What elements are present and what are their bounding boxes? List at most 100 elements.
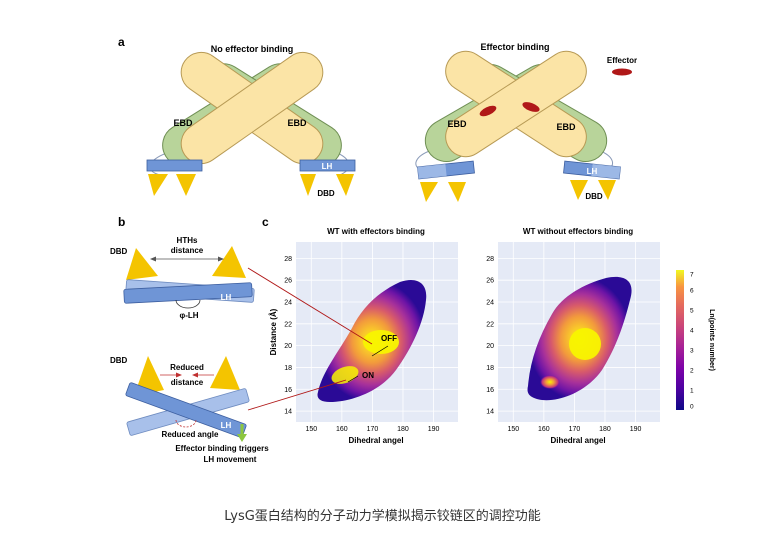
title-no-effector: No effector binding (211, 44, 294, 54)
cartoon-no-effector: No effector binding EBD EBD LH (146, 44, 356, 198)
trigger-label: Effector binding triggers (175, 444, 269, 453)
y-tick-label: 22 (284, 321, 292, 328)
lh-helix-front (123, 282, 253, 304)
y-tick-label: 28 (284, 256, 292, 263)
dbd-label: DBD (585, 192, 603, 201)
y-tick-label: 28 (486, 256, 494, 263)
lh-label: LH (221, 421, 232, 430)
plot-left-y-ticks: 14 16 18 20 22 24 26 28 (284, 256, 292, 416)
density-peak-secondary (540, 375, 560, 389)
density-right (527, 276, 632, 401)
dbd-triangle (176, 174, 196, 196)
arrowhead (150, 256, 156, 262)
panel-c-label: c (262, 215, 269, 229)
x-tick-label: 160 (336, 426, 348, 433)
yellow-rod-b (445, 50, 587, 158)
y-tick-label: 24 (284, 300, 292, 307)
figure-caption: LysG蛋白结构的分子动力学模拟揭示铰链区的调控功能 (224, 509, 541, 524)
panel-a-label: a (118, 35, 125, 49)
on-pointer (347, 375, 359, 383)
phi-label: φ-LH (179, 311, 198, 320)
y-tick-label: 22 (486, 321, 494, 328)
lh-bar-right (563, 160, 621, 180)
x-tick-label: 160 (538, 426, 550, 433)
colorbar-tick-label: 6 (690, 288, 694, 295)
dbd-triangle (210, 356, 240, 390)
colorbar-tick-label: 5 (690, 308, 694, 315)
dbd-triangle (598, 180, 616, 200)
y-tick-label: 14 (486, 409, 494, 416)
y-tick-label: 14 (284, 409, 292, 416)
x-tick-label: 180 (397, 426, 409, 433)
y-tick-label: 26 (486, 278, 494, 285)
dbd-label: DBD (110, 356, 128, 365)
x-tick-label: 180 (599, 426, 611, 433)
trigger-label-2: LH movement (204, 455, 257, 464)
angle-arc (175, 299, 201, 309)
panel-b: b DBD HTHs distance LH φ-LH DBD Reduced … (110, 215, 269, 464)
arrowhead (192, 372, 198, 378)
effector-molecule (612, 68, 632, 76)
dbd-triangle (126, 248, 158, 280)
connector-off (247, 267, 373, 345)
reduced-distance-label-2: distance (171, 378, 204, 387)
ebd-label-left: EBD (447, 119, 467, 129)
ebd-label-left: EBD (173, 118, 193, 128)
arrowhead (218, 256, 224, 262)
dbd-triangle (420, 182, 438, 202)
dbd-triangle (336, 174, 354, 196)
y-tick-label: 24 (486, 300, 494, 307)
lh-label: LH (322, 162, 333, 171)
y-tick-label: 18 (486, 365, 494, 372)
on-label: ON (362, 371, 374, 380)
hths-label: HTHs (177, 236, 198, 245)
plot-left-title: WT with effectors binding (327, 227, 425, 236)
dbd-label: DBD (317, 189, 335, 198)
dbd-label: DBD (110, 247, 128, 256)
effector-label: Effector (607, 56, 637, 65)
density-left (317, 280, 427, 402)
colorbar-tick-label: 4 (690, 328, 694, 335)
panel-b-label: b (118, 215, 125, 229)
movement-arrowhead (237, 434, 247, 442)
colorbar-tick-label: 1 (690, 388, 694, 395)
colorbar (676, 270, 684, 410)
figure: a No effector binding EBD EBD (110, 35, 715, 464)
x-tick-label: 190 (630, 426, 642, 433)
y-tick-label: 18 (284, 365, 292, 372)
y-tick-label: 20 (284, 343, 292, 350)
lh-bar-right (299, 159, 356, 172)
dbd-triangle (448, 182, 466, 202)
density-peak-off (363, 330, 399, 354)
x-tick-label: 150 (305, 426, 317, 433)
plot-left-ylabel: Distance (Å) (269, 308, 278, 355)
ebd-label-right: EBD (556, 122, 576, 132)
reduced-distance-label: Reduced (170, 363, 204, 372)
colorbar-tick-label: 0 (690, 404, 694, 411)
y-tick-label: 16 (284, 387, 292, 394)
lh-bar-left (146, 159, 203, 172)
arrowhead (176, 372, 182, 378)
cartoon-effector: Effector binding Effector EBD EBD (415, 42, 637, 202)
dbd-triangle (570, 180, 588, 200)
colorbar-tick-label: 7 (690, 272, 694, 279)
lh-bar-left (417, 160, 475, 180)
x-tick-label: 170 (367, 426, 379, 433)
off-pointer (371, 345, 389, 357)
title-effector: Effector binding (481, 42, 550, 52)
y-tick-label: 26 (284, 278, 292, 285)
colorbar-label: Ln(points number) (708, 309, 715, 371)
off-label: OFF (381, 334, 397, 343)
lh-label: LH (221, 293, 232, 302)
x-tick-label: 150 (507, 426, 519, 433)
dbd-triangle (300, 174, 316, 196)
density-peak-main (569, 328, 601, 360)
ebd-label-right: EBD (287, 118, 307, 128)
lh-helix-front (125, 382, 247, 438)
dbd-triangle (212, 246, 246, 278)
connector-on (247, 379, 347, 411)
